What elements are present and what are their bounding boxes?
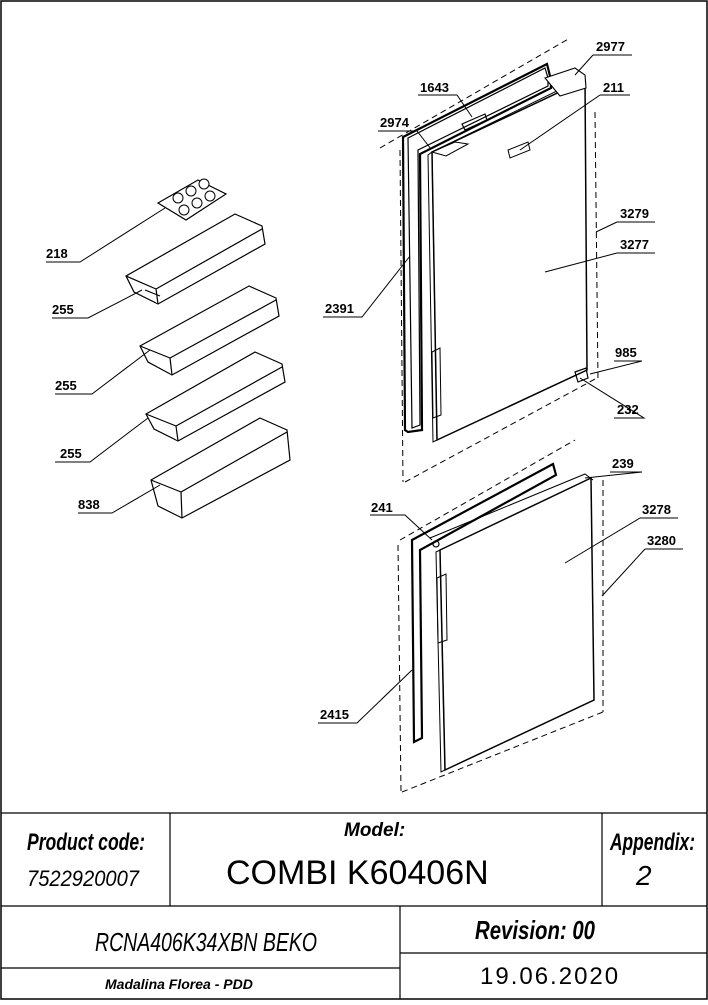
callout-255-bottom: 255 xyxy=(60,446,82,461)
egg-tray xyxy=(156,178,228,221)
callout-241: 241 xyxy=(371,500,393,515)
callout-2974: 2974 xyxy=(380,115,410,130)
appendix-label: Appendix: xyxy=(609,829,695,856)
callout-211: 211 xyxy=(603,80,624,95)
upper-door-assembly xyxy=(379,37,599,483)
appendix-value: 2 xyxy=(635,860,652,891)
model-label: Model: xyxy=(344,820,405,841)
door-shelf-2 xyxy=(139,285,280,376)
callout-218: 218 xyxy=(46,246,68,261)
callout-232: 232 xyxy=(617,402,639,417)
callout-239: 239 xyxy=(612,456,634,471)
leader-lines xyxy=(46,54,683,724)
callout-1643: 1643 xyxy=(420,80,449,95)
author: Madalina Florea - PDD xyxy=(105,976,253,992)
revision: Revision: 00 xyxy=(475,915,595,945)
product-name: RCNA406K34XBN BEKO xyxy=(95,927,317,957)
upper-door-handle xyxy=(507,141,531,159)
model-value: COMBI K60406N xyxy=(226,854,489,892)
door-shelf-3 xyxy=(145,351,286,442)
lower-door-panel xyxy=(439,476,595,772)
bottle-shelf xyxy=(150,417,291,519)
product-code-value: 7522920007 xyxy=(27,866,140,891)
upper-door-panel xyxy=(431,78,588,442)
upper-door-gasket xyxy=(407,67,549,429)
callout-838: 838 xyxy=(78,497,100,512)
callout-3278: 3278 xyxy=(642,502,671,517)
callout-2391: 2391 xyxy=(325,301,354,316)
product-code-label: Product code: xyxy=(27,829,145,856)
callout-2415: 2415 xyxy=(320,707,349,722)
callout-3279: 3279 xyxy=(620,206,649,221)
callout-255-top: 255 xyxy=(52,302,74,317)
callout-3280: 3280 xyxy=(647,533,676,548)
callout-3277: 3277 xyxy=(620,237,649,252)
callout-985: 985 xyxy=(615,345,637,360)
callout-2977: 2977 xyxy=(596,39,625,54)
callout-255-middle: 255 xyxy=(55,378,77,393)
lower-door-gasket xyxy=(410,462,558,744)
lower-door-assembly xyxy=(397,439,604,793)
title-block xyxy=(1,812,707,999)
revision-date: 19.06.2020 xyxy=(480,963,620,990)
